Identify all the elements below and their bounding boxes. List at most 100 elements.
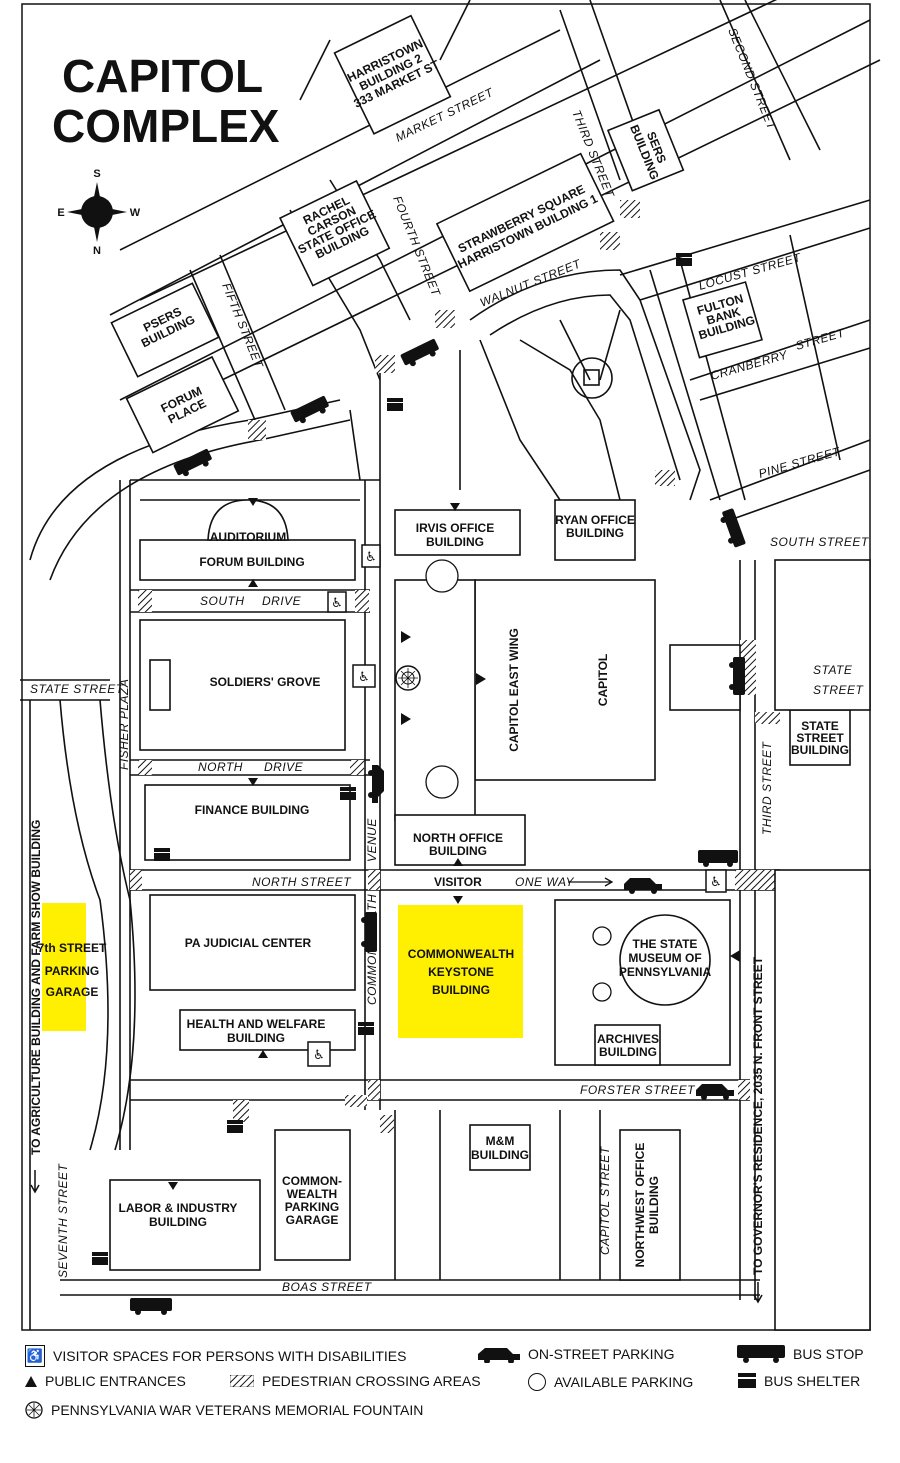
finance-building-label: FINANCE BUILDING	[195, 803, 310, 817]
north-street-label: NORTH STREET	[252, 875, 352, 889]
to-governor-label: TO GOVERNOR'S RESIDENCE, 2035 N. FRONT S…	[751, 956, 765, 1275]
ryan-l2: BUILDING	[566, 526, 624, 540]
to-agriculture-arrow	[30, 1170, 40, 1194]
to-agriculture-label: TO AGRICULTURE BUILDING AND FARM SHOW BU…	[29, 820, 43, 1155]
museum-l3: PENNSYLVANIA	[619, 965, 712, 979]
seventh-garage-l1: 7th STREET	[38, 941, 107, 955]
mm-l2: BUILDING	[471, 1148, 529, 1162]
ryan-l1: RYAN OFFICE	[555, 513, 635, 527]
street-grid	[20, 0, 881, 1330]
legend-fountain-label: PENNSYLVANIA WAR VETERANS MEMORIAL FOUNT…	[51, 1402, 424, 1418]
third-street-right-label: THIRD STREET	[760, 740, 774, 835]
capitol-east-wing-label: CAPITOL EAST WING	[507, 628, 521, 752]
irvis-l1: IRVIS OFFICE	[416, 521, 494, 535]
compass-n: N	[93, 245, 101, 257]
health-welfare-l1: HEALTH AND WELFARE	[187, 1017, 326, 1031]
south-drive-2-label: DRIVE	[262, 594, 302, 608]
north-office-l2: BUILDING	[429, 844, 487, 858]
legend-available-label: AVAILABLE PARKING	[554, 1374, 694, 1390]
svg-text:♿: ♿	[358, 669, 370, 684]
one-way-arrow	[568, 877, 614, 887]
cw-garage-l1: COMMON-	[282, 1174, 342, 1188]
boas-street-label: BOAS STREET	[282, 1280, 373, 1294]
auditorium-label: AUDITORIUM	[210, 530, 286, 544]
cw-garage-l3: PARKING	[285, 1200, 339, 1214]
mm-l1: M&M	[486, 1134, 515, 1148]
state-right-2-label: STREET	[813, 683, 865, 697]
forster-street-label: FORSTER STREET	[580, 1083, 696, 1097]
car-icon	[478, 1348, 520, 1363]
legend-crossing-label: PEDESTRIAN CROSSING AREAS	[262, 1373, 481, 1389]
svg-text:♿: ♿	[313, 1047, 325, 1062]
north-drive-2-label: DRIVE	[264, 760, 304, 774]
north-drive-1-label: NORTH	[198, 760, 243, 774]
seventh-street-label: SEVENTH STREET	[56, 1162, 70, 1278]
keystone-l1: COMMONWEALTH	[408, 947, 514, 961]
seventh-street-parking-garage[interactable]	[42, 903, 86, 1031]
south-drive-1-label: SOUTH	[200, 594, 245, 608]
capitol-label: CAPITOL	[596, 654, 610, 706]
keystone-l2: KEYSTONE	[428, 965, 494, 979]
visitor-label: VISITOR	[434, 875, 482, 889]
archives-l2: BUILDING	[599, 1045, 657, 1059]
accessible-parking-icons: ♿ ♿ ♿ ♿ ♿	[307, 544, 727, 1067]
available-parking-circles	[425, 559, 612, 1002]
legend-shelter: BUS SHELTER	[738, 1373, 860, 1389]
compass-icon: S E W N	[57, 168, 140, 257]
legend-crossing: PEDESTRIAN CROSSING AREAS	[230, 1373, 481, 1389]
capitol-street-label: CAPITOL STREET	[598, 1145, 612, 1255]
cw-garage-l4: GARAGE	[286, 1213, 339, 1227]
legend-bus-stop-label: BUS STOP	[793, 1346, 864, 1362]
keystone-l3: BUILDING	[432, 983, 490, 997]
labor-l1: LABOR & INDUSTRY	[119, 1201, 238, 1215]
compass-e: E	[57, 207, 64, 219]
compass-w: W	[130, 207, 141, 219]
museum-l1: THE STATE	[633, 937, 698, 951]
to-governor-arrow	[753, 1282, 763, 1304]
svg-text:♿: ♿	[710, 874, 722, 889]
legend-available: AVAILABLE PARKING	[528, 1373, 693, 1391]
one-way-label: ONE WAY	[515, 875, 575, 889]
legend-disabilities-label: VISITOR SPACES FOR PERSONS WITH DISABILI…	[53, 1348, 407, 1364]
state-street-bldg-l2: STREET	[796, 731, 844, 745]
fountain-icon	[25, 1401, 43, 1419]
legend-disabilities: ♿ VISITOR SPACES FOR PERSONS WITH DISABI…	[25, 1345, 406, 1367]
map-title-line1: CAPITOL	[62, 50, 263, 102]
south-street-label: SOUTH STREET	[770, 535, 870, 549]
legend-entrances: PUBLIC ENTRANCES	[25, 1373, 186, 1389]
northwest-l2: BUILDING	[647, 1176, 661, 1234]
state-street-bldg-l1: STATE	[801, 719, 839, 733]
northwest-l1: NORTHWEST OFFICE	[633, 1143, 647, 1268]
pedestrian-crossings	[130, 200, 780, 1133]
legend-fountain: PENNSYLVANIA WAR VETERANS MEMORIAL FOUNT…	[25, 1401, 423, 1419]
fisher-plaza-label: FISHER PLAZA	[117, 679, 131, 770]
seventh-garage-l2: PARKING	[45, 964, 99, 978]
health-welfare-l2: BUILDING	[227, 1031, 285, 1045]
svg-text:♿: ♿	[365, 549, 377, 564]
bus-icon	[737, 1345, 785, 1363]
irvis-l2: BUILDING	[426, 535, 484, 549]
commonwealth-keystone-building[interactable]	[398, 905, 523, 1038]
cw-garage-l2: WEALTH	[287, 1187, 337, 1201]
map-title-line2: COMPLEX	[52, 100, 280, 152]
building-outlines	[109, 14, 871, 1331]
seventh-garage-l3: GARAGE	[46, 985, 99, 999]
legend-shelter-label: BUS SHELTER	[764, 1373, 861, 1389]
pa-judicial-label: PA JUDICIAL CENTER	[185, 936, 312, 950]
forum-building-label: FORUM BUILDING	[199, 555, 304, 569]
hatch-icon	[230, 1375, 254, 1387]
memorial-fountain-icon	[395, 665, 421, 691]
legend-bus-stop: BUS STOP	[737, 1345, 864, 1363]
museum-l2: MUSEUM OF	[628, 951, 701, 965]
compass-s: S	[93, 168, 100, 180]
on-street-parking-icons	[368, 765, 734, 1100]
venue-label: VENUE	[365, 818, 379, 862]
bus-stop-icons	[130, 339, 746, 1315]
legend-on-street-label: ON-STREET PARKING	[528, 1346, 675, 1362]
north-office-l1: NORTH OFFICE	[413, 831, 503, 845]
state-right-1-label: STATE	[813, 663, 853, 677]
triangle-icon	[25, 1375, 37, 1387]
archives-l1: ARCHIVES	[597, 1032, 659, 1046]
legend-entrances-label: PUBLIC ENTRANCES	[45, 1373, 186, 1389]
